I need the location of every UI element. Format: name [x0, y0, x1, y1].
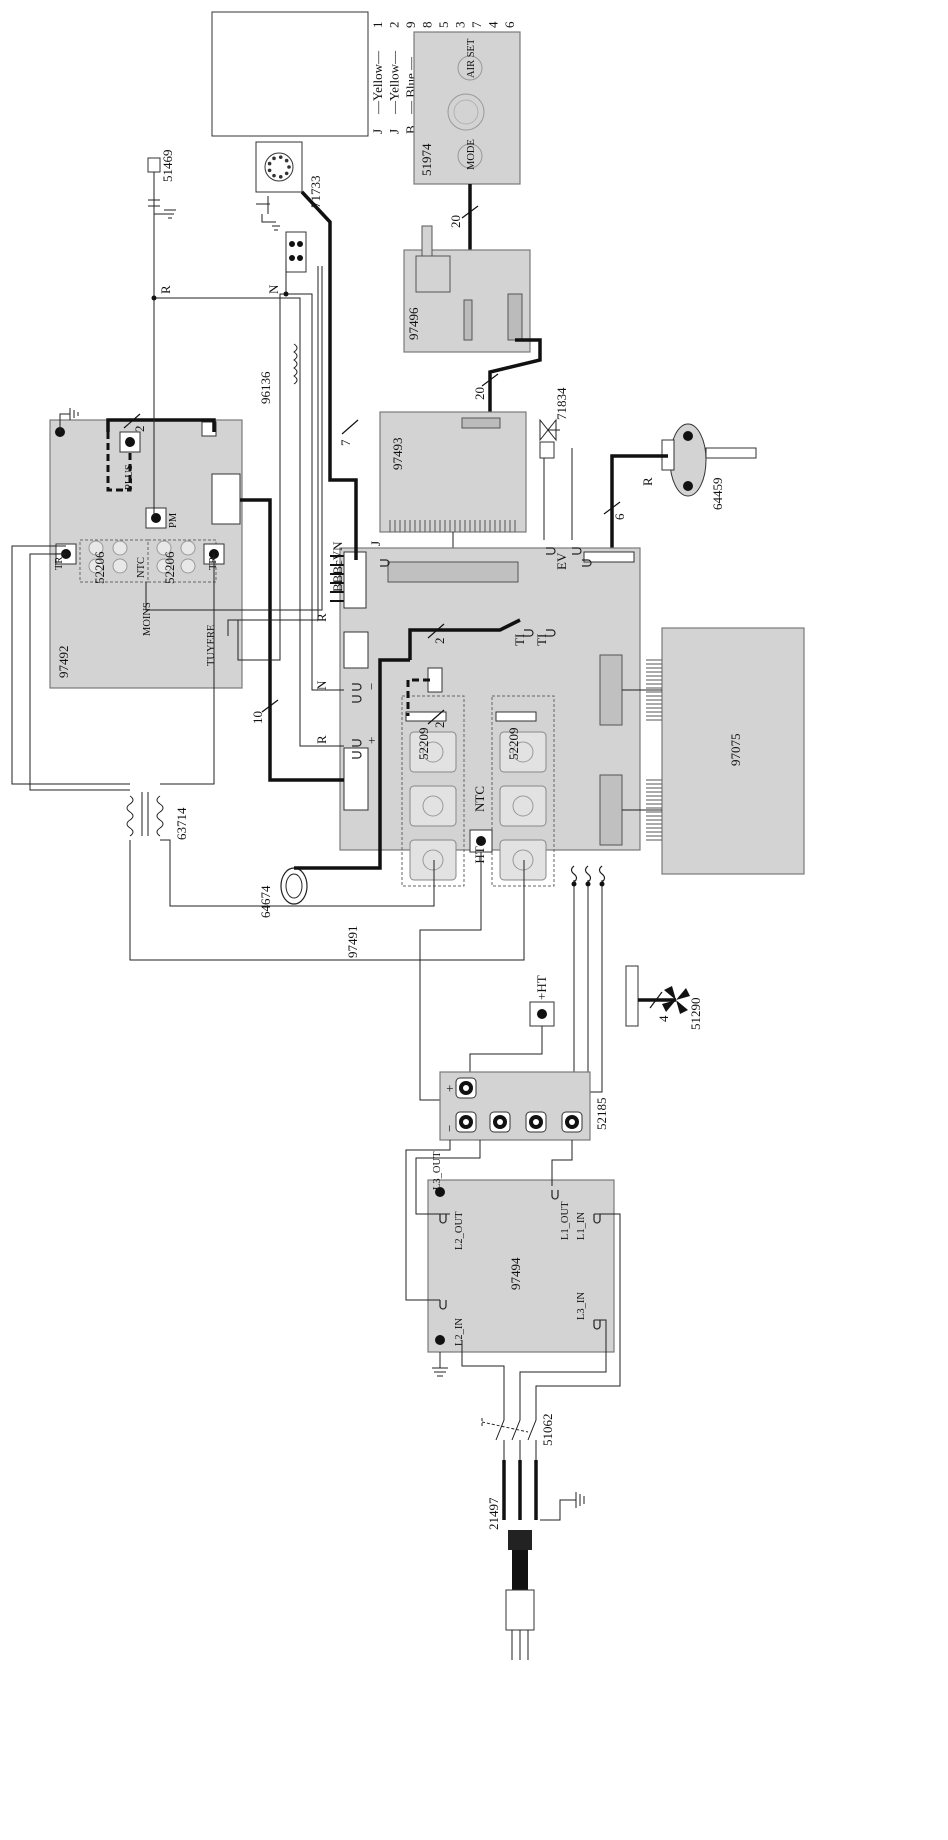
bus-count-6: 6: [612, 513, 627, 520]
part-97496-label: 97496: [406, 307, 421, 340]
part-71834-label: 71834: [554, 387, 569, 420]
bus-count-20-upper: 20: [448, 215, 463, 228]
mode-label: MODE: [466, 139, 477, 170]
l3-in-label: L3_IN: [576, 1292, 587, 1320]
n-label-top: N: [266, 284, 281, 294]
legend-code: B: [403, 125, 418, 134]
part-52209a-label: 52209: [416, 728, 431, 761]
ntc-board-label: NTC: [136, 557, 147, 578]
bus-count-7: 7: [338, 439, 353, 446]
tuyere-terminal-label: TUYERE: [206, 625, 217, 666]
ti-label-1: TI: [512, 634, 527, 646]
l1-in-label: L1_IN: [576, 1212, 587, 1240]
fan-51290: 4 51290: [638, 986, 703, 1030]
terminal-block-52185: + − 52185: [439, 1071, 609, 1141]
bus-count-2-ntc: 2: [432, 722, 447, 729]
board-97491: 97491 52209 52209 NTC -HT +HT EV TI TI J…: [314, 541, 641, 1027]
transformer-63714: 63714: [126, 792, 189, 840]
air-set-label: AIR SET: [466, 38, 477, 78]
legend-number: 7: [469, 21, 484, 28]
legend-number: 4: [486, 21, 501, 28]
switch-51062: 51062: [481, 1400, 555, 1460]
part-52206b-label: 52206: [162, 551, 177, 584]
bbbcvn-label: BBBcVN: [330, 541, 345, 592]
legend-code: J: [370, 129, 385, 134]
plus-sign-52185: +: [442, 1085, 457, 1092]
legend-number: 3: [453, 22, 468, 29]
legend-number: 9: [403, 22, 418, 29]
board-97494: L2_OUT L3_OUT L1_OUT L1_IN L2_IN L3_IN 9…: [427, 1151, 615, 1353]
legend-color: —Yellow—: [370, 50, 385, 115]
l2-in-label: L2_IN: [454, 1318, 465, 1346]
bus-count-2-main: 2: [432, 638, 447, 645]
part-51469-label: 51469: [160, 150, 175, 183]
coil-96136: 96136: [258, 343, 298, 404]
legend-number: 2: [387, 22, 402, 29]
bus-count-20-lower: 20: [472, 387, 487, 400]
bus-count-10: 10: [250, 711, 265, 724]
ntc-main-label: NTC: [472, 786, 487, 812]
part-21497-label: 21497: [486, 1497, 501, 1530]
r-label-top: R: [158, 285, 173, 294]
part-63714-label: 63714: [174, 807, 189, 840]
part-96136-label: 96136: [258, 371, 273, 404]
probe-51469: 51469: [147, 150, 176, 219]
part-52206a-label: 52206: [92, 551, 107, 584]
part-97493-label: 97493: [390, 438, 405, 471]
plus-sign-main: +: [364, 737, 379, 744]
part-97075-label: 97075: [728, 734, 743, 767]
part-97491-label: 97491: [345, 926, 360, 959]
tr1-terminal-label: TR1: [54, 551, 65, 570]
part-51974-label: 51974: [419, 143, 434, 176]
legend-number: 8: [420, 22, 435, 29]
legend-number: 5: [436, 22, 451, 29]
board-97496: 97496: [403, 225, 531, 353]
l1-out-label: L1_OUT: [560, 1201, 571, 1240]
legend-color: —Yellow—: [387, 50, 402, 115]
minus-sign-main: −: [364, 683, 379, 690]
valve-71834: 71834: [539, 387, 573, 540]
part-51062-label: 51062: [540, 1414, 555, 1447]
board-97492: PLUS PM NTC MOINS TR1 TR2 TUYERE 52206 5…: [49, 419, 243, 689]
minus-ht-label: -HT: [472, 846, 487, 868]
part-71733-label: 71733: [308, 176, 323, 209]
part-97494-label: 97494: [508, 1257, 523, 1290]
part-64674-label: 64674: [258, 885, 273, 918]
part-97492-label: 97492: [56, 646, 71, 679]
ev-label: EV: [554, 552, 569, 570]
bus-count-4: 4: [656, 1015, 671, 1022]
r-label-sensor: R: [640, 477, 655, 486]
legend-number: 1: [370, 22, 385, 29]
part-52185-label: 52185: [594, 1098, 609, 1131]
control-panel-51974: AIR SET MODE 51974: [413, 31, 521, 185]
sensor-64459: 64459: [661, 423, 757, 511]
component-97075: 97075: [646, 627, 805, 875]
r-label-main-edge: R: [314, 613, 329, 622]
l3-out-label: L3_OUT: [432, 1151, 443, 1190]
pm-terminal-label: PM: [168, 512, 179, 528]
legend-code: J: [387, 129, 402, 134]
ti-label-2: TI: [534, 634, 549, 646]
legend-number: 6: [502, 21, 517, 28]
part-52209b-label: 52209: [506, 728, 521, 761]
plus-ht-label: +HT: [534, 975, 549, 1000]
j-label: J: [368, 541, 383, 546]
part-64459-label: 64459: [710, 478, 725, 511]
n-label-main: N: [314, 680, 329, 690]
r-label-main: R: [314, 735, 329, 744]
minus-sign-52185: −: [442, 1125, 457, 1132]
plug-21497: 21497: [486, 1460, 585, 1660]
moins-terminal-label: MOINS: [142, 602, 153, 636]
switch-71733: 71733: [255, 141, 323, 273]
l2-out-label: L2_OUT: [454, 1211, 465, 1250]
board-97493: 97493: [379, 411, 527, 533]
current-sensor-64674: 64674: [258, 867, 308, 918]
part-51290-label: 51290: [688, 998, 703, 1031]
bus-count-2-top: 2: [132, 426, 147, 433]
